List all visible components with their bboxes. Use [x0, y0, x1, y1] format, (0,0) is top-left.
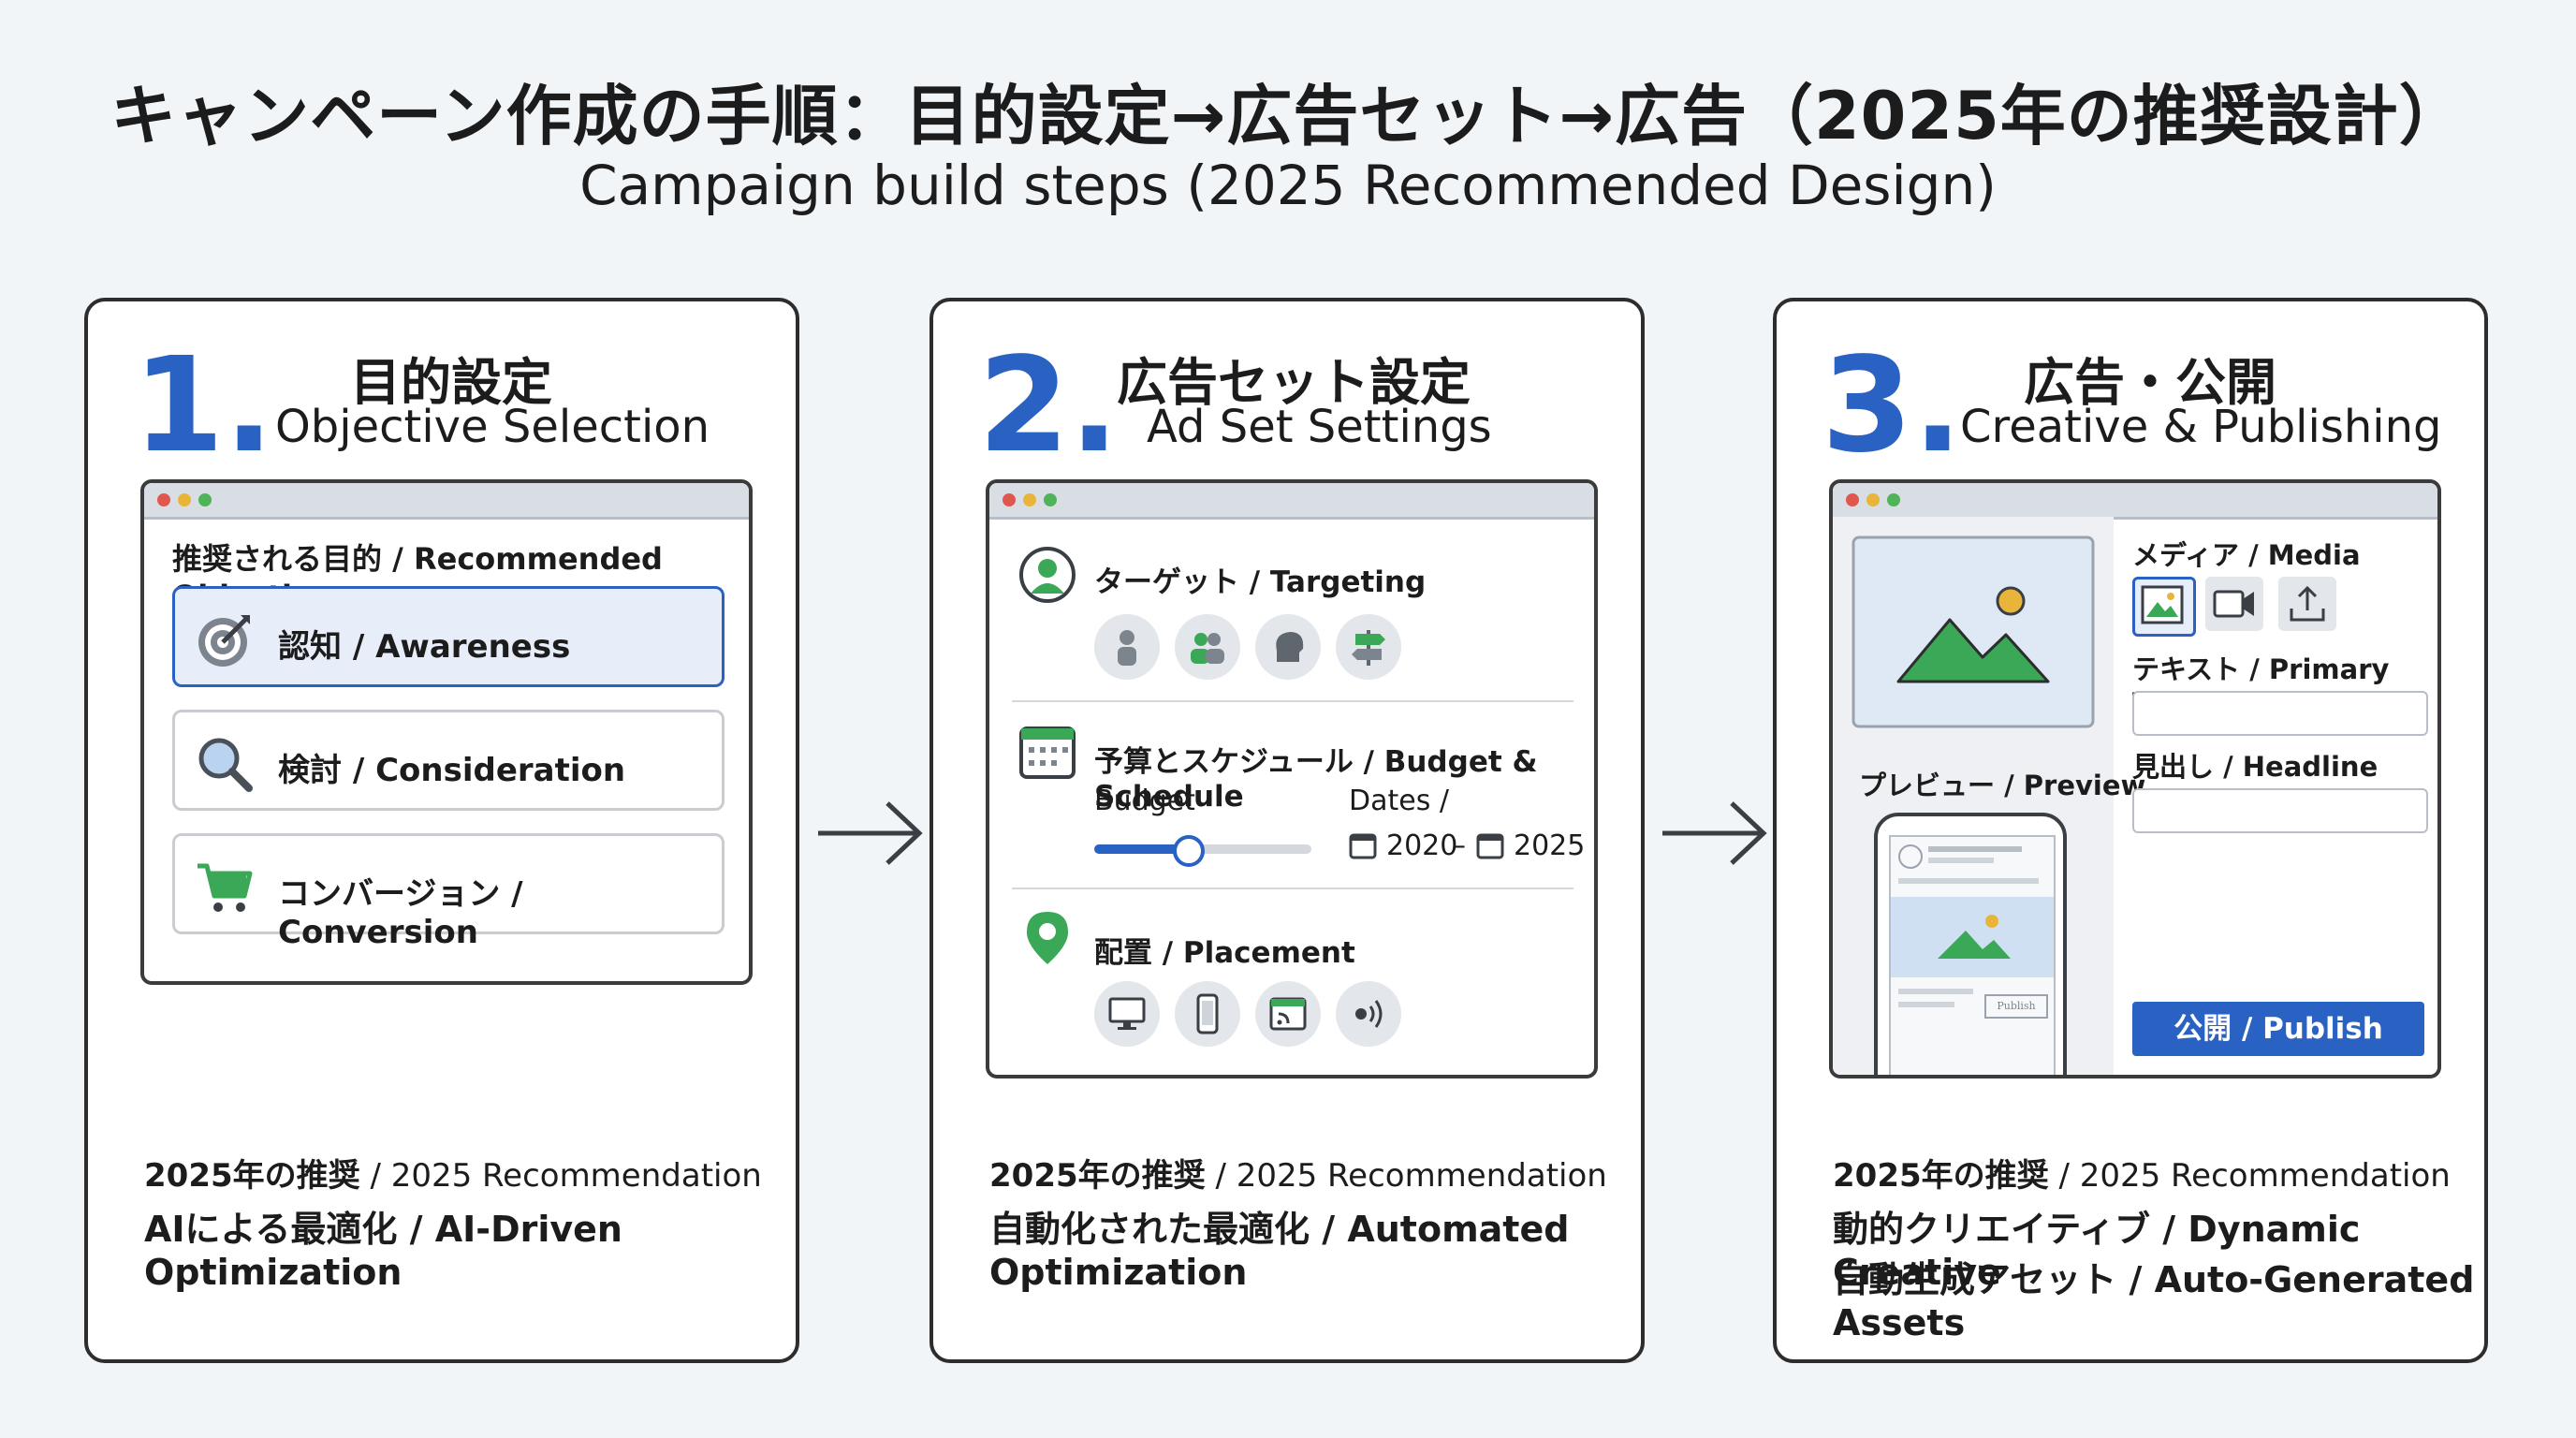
media-upload-button[interactable] [2278, 577, 2336, 631]
objective-consideration[interactable]: 検討 / Consideration [172, 710, 724, 811]
title-en: Campaign build steps (2025 Recommended D… [579, 154, 1997, 217]
person-icon [1118, 630, 1136, 666]
step-2-title-jp: 広告セット設定 [1117, 353, 1471, 412]
cart-icon [198, 863, 253, 912]
calendar-icon [1019, 726, 1076, 779]
calendar-small-icon [1476, 833, 1504, 859]
window-titlebar [144, 483, 749, 520]
step-1-reco-label: 2025年の推奨 / 2025 Recommendation [144, 1157, 762, 1195]
step-3-number: 3. [1822, 330, 1963, 482]
preview-label: プレビュー / Preview [1859, 770, 2146, 801]
arrow-right-icon [818, 801, 923, 865]
media-image-button[interactable] [2132, 577, 2196, 637]
location-pin-icon [1027, 912, 1068, 964]
media-video-button[interactable] [2205, 577, 2263, 631]
image-thumbnail [1891, 897, 2054, 977]
placement-desktop[interactable] [1094, 981, 1160, 1047]
head-icon [1276, 632, 1304, 662]
adset-window: ターゲット / Targeting 予算とスケジュール / Budget & S… [986, 479, 1598, 1078]
window-titlebar [989, 483, 1594, 520]
targeting-person[interactable] [1094, 614, 1160, 680]
budget-slider[interactable] [1094, 835, 1311, 867]
calendar-small-icon [1349, 833, 1377, 859]
budget-slider-handle[interactable] [1173, 835, 1205, 867]
magnifier-icon [198, 738, 253, 792]
placement-audio[interactable] [1336, 981, 1401, 1047]
media-label: メディア / Media [2132, 539, 2361, 571]
phone-publish-button: Publish [1984, 994, 2048, 1019]
mobile-icon [1196, 993, 1219, 1034]
publish-button[interactable]: 公開 / Publish [2132, 1002, 2424, 1056]
step-2-title-en: Ad Set Settings [1147, 401, 1492, 453]
step-2-reco-line-1: 自動化された最適化 / Automated Optimization [989, 1209, 1570, 1293]
step-3-title-en: Creative & Publishing [1960, 401, 2442, 453]
feed-icon [1269, 997, 1307, 1031]
headline-input[interactable] [2132, 788, 2428, 833]
date-end[interactable]: 2025 [1514, 829, 1586, 862]
target-icon [198, 615, 250, 667]
step-2-panel: 2. 広告セット設定 Ad Set Settings ターゲット / Targe… [929, 298, 1645, 1363]
date-separator: – [1452, 829, 1466, 862]
step-3-reco-line-2: 自動生成アセット / Auto-Generated Assets [1833, 1259, 2475, 1343]
phone-preview: Publish [1874, 813, 2067, 1075]
image-icon [2141, 585, 2184, 624]
group-icon [1191, 633, 1224, 664]
video-icon [2213, 590, 2254, 618]
step-3-reco-line-1: 動的クリエイティブ / Dynamic Creative [1833, 1209, 2361, 1293]
step-1-reco-line-1: AIによる最適化 / AI-Driven Optimization [144, 1209, 622, 1293]
objective-consideration-label: 検討 / Consideration [278, 752, 626, 789]
creative-window: プレビュー / Preview Publish メディア / Media [1829, 479, 2441, 1078]
objective-awareness-label: 認知 / Awareness [278, 628, 571, 666]
step-1-number: 1. [133, 330, 274, 482]
step-3-panel: 3. 広告・公開 Creative & Publishing プレビュー / P… [1773, 298, 2488, 1363]
step-2-number: 2. [978, 330, 1120, 482]
targeting-interest[interactable] [1255, 614, 1321, 680]
step-1-panel: 1. 目的設定 Objective Selection 推奨される目的 / Re… [84, 298, 799, 1363]
headline-label: 見出し / Headline [2132, 751, 2378, 783]
title-jp: キャンペーン作成の手順：目的設定→広告セット→広告（2025年の推奨設計） [110, 78, 2466, 154]
upload-icon [2290, 585, 2325, 622]
desktop-icon [1108, 997, 1146, 1030]
objective-conversion[interactable]: コンバージョン / Conversion [172, 833, 724, 951]
image-placeholder [1852, 536, 2095, 728]
arrow-right-icon [1662, 801, 1767, 865]
step-1-title-jp: 目的設定 [350, 353, 552, 412]
audio-icon [1355, 1000, 1383, 1028]
objective-conversion-label: コンバージョン / Conversion [278, 875, 523, 951]
objectives-window: 推奨される目的 / Recommended Objectives 認知 / Aw… [140, 479, 753, 985]
date-start[interactable]: 2020 [1386, 829, 1458, 862]
targeting-location[interactable] [1336, 614, 1401, 680]
step-3-reco-label: 2025年の推奨 / 2025 Recommendation [1833, 1157, 2451, 1195]
step-3-title-jp: 広告・公開 [2024, 353, 2276, 412]
user-circle-icon [1019, 547, 1076, 603]
step-1-title-en: Objective Selection [275, 401, 710, 453]
window-titlebar [1833, 483, 2437, 520]
step-2-reco-label: 2025年の推奨 / 2025 Recommendation [989, 1157, 1607, 1195]
placement-label: 配置 / Placement [1094, 936, 1355, 970]
budget-label: Budget [1094, 785, 1195, 817]
placement-mobile[interactable] [1175, 981, 1240, 1047]
signpost-icon [1352, 630, 1385, 666]
targeting-label: ターゲット / Targeting [1094, 565, 1427, 599]
targeting-group[interactable] [1175, 614, 1240, 680]
placement-feed[interactable] [1255, 981, 1321, 1047]
dates-label: Dates / [1349, 785, 1449, 817]
budget-schedule-label: 予算とスケジュール / Budget & Schedule [1094, 745, 1538, 814]
objective-awareness[interactable]: 認知 / Awareness [172, 586, 724, 687]
primary-text-input[interactable] [2132, 691, 2428, 736]
